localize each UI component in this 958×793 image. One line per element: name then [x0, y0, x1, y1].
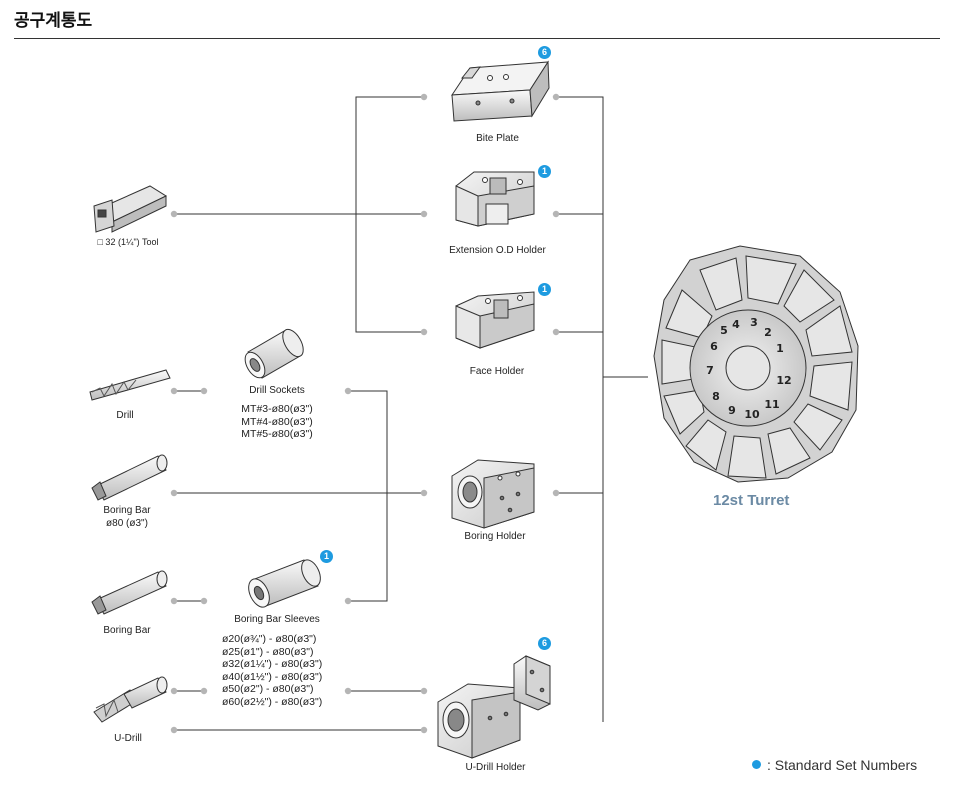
svg-text:8: 8 — [712, 390, 720, 403]
connector-dots — [170, 93, 560, 734]
boring-sleeves-specs: ø20(ø¾") - ø80(ø3") ø25(ø1") - ø80(ø3") … — [222, 633, 347, 708]
legend: : Standard Set Numbers — [752, 757, 917, 773]
bite-plate-set-number-badge: 6 — [538, 46, 551, 59]
drill-socket-spec: MT#5-ø80(ø3") — [241, 428, 313, 440]
od-tool-image — [93, 185, 168, 233]
bite-plate-label: Bite Plate — [476, 133, 519, 144]
title-divider — [14, 38, 940, 39]
extension-od-set-number-badge: 1 — [538, 165, 551, 178]
turret-label: 12st Turret — [713, 492, 790, 509]
u-drill-holder-image — [437, 655, 551, 759]
drill-image — [89, 369, 171, 401]
u-drill-holder-set-number-badge: 6 — [538, 637, 551, 650]
boring-bar-1-label: Boring Bar — [103, 505, 151, 516]
drill-sockets-label: Drill Sockets — [249, 385, 305, 396]
svg-text:5: 5 — [720, 324, 728, 337]
svg-text:9: 9 — [728, 404, 736, 417]
boring-sleeve-spec: ø60(ø2½") - ø80(ø3") — [222, 695, 323, 708]
drill-sockets-specs: MT#3-ø80(ø3") MT#4-ø80(ø3") MT#5-ø80(ø3"… — [224, 403, 330, 441]
face-holder-set-number-badge: 1 — [538, 283, 551, 296]
svg-text:4: 4 — [732, 318, 740, 331]
boring-sleeve-spec: ø32(ø1¼") - ø80(ø3") — [222, 658, 323, 670]
svg-text:6: 6 — [710, 340, 718, 353]
boring-sleeve-spec: ø50(ø2") - ø80(ø3") — [222, 683, 314, 695]
drill-socket-image — [244, 328, 304, 379]
svg-text:3: 3 — [750, 316, 758, 329]
boring-bar-1-spec: ø80 (ø3") — [106, 518, 148, 529]
boring-sleeves-label: Boring Bar Sleeves — [234, 614, 320, 625]
connector-lines — [174, 96, 648, 731]
extension-od-holder-label: Extension O.D Holder — [449, 245, 546, 256]
boring-holder-label: Boring Holder — [464, 531, 526, 542]
drill-label: Drill — [116, 410, 134, 421]
legend-text: : Standard Set Numbers — [767, 757, 918, 773]
svg-text:2: 2 — [764, 326, 772, 339]
boring-bar-2-image — [91, 570, 168, 615]
boring-sleeve-spec: ø25(ø1") - ø80(ø3") — [222, 645, 314, 658]
legend-dot-icon — [752, 760, 761, 769]
boring-sleeve-spec: ø20(ø¾") - ø80(ø3") — [222, 633, 317, 645]
drill-socket-spec: MT#4-ø80(ø3") — [241, 415, 313, 428]
svg-text:10: 10 — [744, 408, 760, 421]
face-holder-label: Face Holder — [469, 366, 525, 377]
page-title: 공구계통도 — [14, 11, 93, 31]
face-holder-image — [455, 291, 535, 349]
bite-plate-image — [451, 60, 550, 122]
boring-sleeves-set-number-badge: 1 — [320, 550, 333, 563]
u-drill-image — [93, 676, 168, 723]
extension-od-holder-image — [455, 171, 535, 227]
od-tool-label: □ 32 (1¼") Tool — [97, 237, 159, 247]
drill-socket-spec: MT#3-ø80(ø3") — [241, 403, 313, 415]
u-drill-label: U-Drill — [114, 733, 142, 744]
boring-holder-image — [451, 459, 535, 529]
svg-text:1: 1 — [776, 342, 784, 355]
boring-bar-2-label: Boring Bar — [103, 625, 151, 636]
boring-bar-sleeve-image — [248, 559, 321, 608]
svg-text:12: 12 — [776, 374, 791, 387]
u-drill-holder-label: U-Drill Holder — [465, 762, 526, 773]
boring-sleeve-spec: ø40(ø1½") - ø80(ø3") — [222, 670, 323, 683]
svg-text:7: 7 — [706, 364, 714, 377]
svg-text:11: 11 — [764, 398, 779, 411]
boring-bar-1-image — [91, 454, 168, 501]
